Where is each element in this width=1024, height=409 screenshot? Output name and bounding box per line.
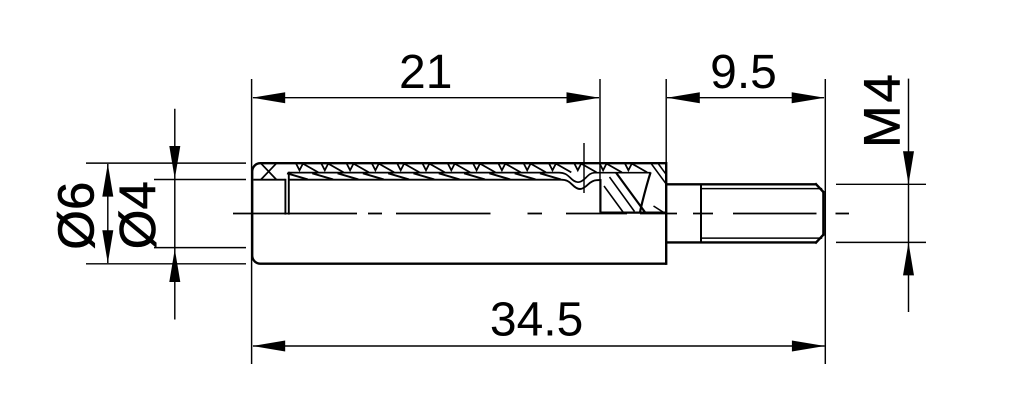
svg-text:Ø4: Ø4 <box>109 181 166 249</box>
svg-text:21: 21 <box>399 46 452 99</box>
svg-text:Ø6: Ø6 <box>48 182 105 250</box>
svg-text:34.5: 34.5 <box>490 294 583 347</box>
svg-text:9.5: 9.5 <box>710 46 777 99</box>
svg-text:M4: M4 <box>854 71 911 148</box>
